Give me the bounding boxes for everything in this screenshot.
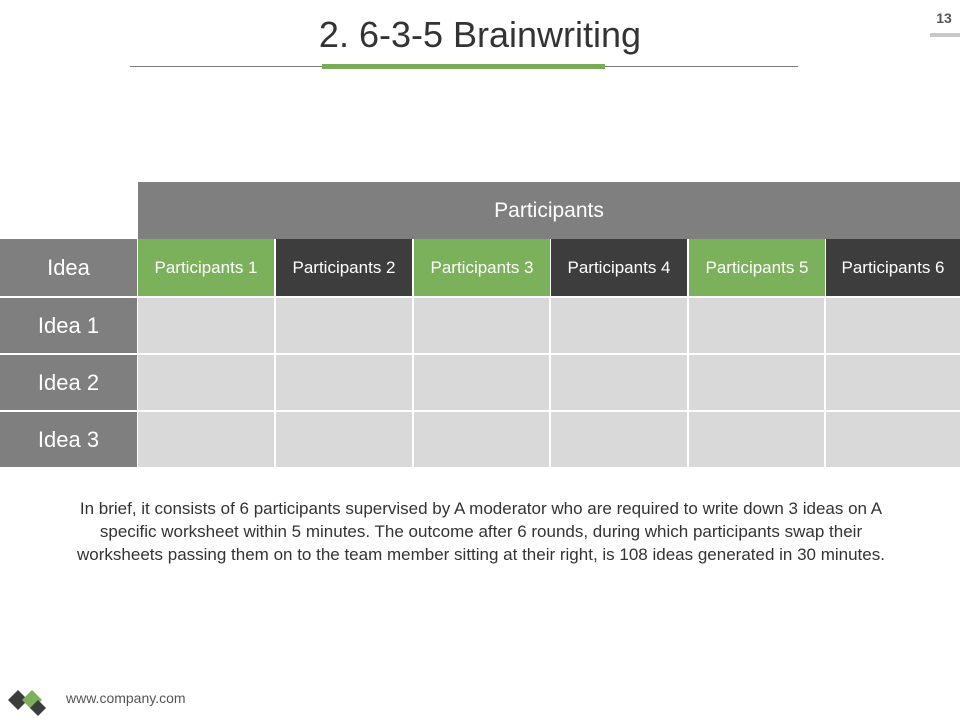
participant-header-6: Participants 6 [826, 239, 960, 296]
description-text: In brief, it consists of 6 participants … [77, 499, 885, 564]
participant-header-1: Participants 1 [138, 239, 274, 296]
page-number: 13 [936, 10, 952, 26]
row-label-idea-1: Idea 1 [0, 297, 137, 353]
participant-header-4: Participants 4 [551, 239, 687, 296]
participants-group-header: Participants [138, 182, 960, 239]
footer-url[interactable]: www.company.com [66, 690, 186, 706]
column-divider [824, 296, 826, 468]
participant-header-3: Participants 3 [414, 239, 550, 296]
row-label-idea-3: Idea 3 [0, 411, 137, 467]
idea-column-header: Idea [0, 239, 137, 296]
column-divider [687, 296, 689, 468]
column-divider [412, 296, 414, 468]
row-label-idea-2: Idea 2 [0, 354, 137, 410]
title-accent-bar [322, 64, 605, 69]
page-number-bar [930, 33, 960, 37]
slide-title: 2. 6-3-5 Brainwriting [318, 14, 642, 55]
participant-header-2: Participants 2 [276, 239, 412, 296]
participant-header-5: Participants 5 [689, 239, 825, 296]
column-divider [549, 296, 551, 468]
column-divider [274, 296, 276, 468]
company-logo-icon [8, 690, 46, 716]
